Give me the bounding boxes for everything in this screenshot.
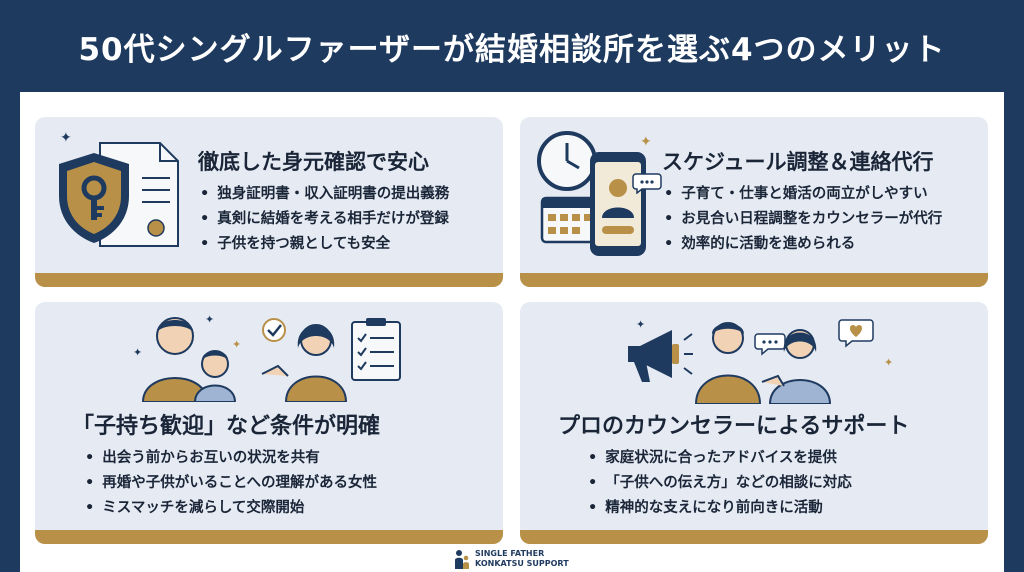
smartphone-counselor-icon xyxy=(590,152,646,256)
list-item: 真剣に結婚を考える相手だけが登録 xyxy=(200,207,449,232)
list-item: 再婚や子供がいることへの理解がある女性 xyxy=(85,471,377,496)
woman-checkmark-icon xyxy=(261,318,348,402)
card-accent-band xyxy=(520,530,988,544)
card-accent-band xyxy=(35,530,503,544)
sparkle-icon: ✦ xyxy=(60,130,72,146)
card-points: 出会う前からお互いの状況を共有 再婚や子供がいることへの理解がある女性 ミスマッ… xyxy=(85,446,377,521)
card-points: 家庭状況に合ったアドバイスを提供 「子供への伝え方」などの相談に対応 精神的な支… xyxy=(588,446,852,521)
consultation-icon xyxy=(694,322,832,404)
footer-brand: SINGLE FATHER KONKATSU SUPPORT xyxy=(455,547,585,571)
list-item: 独身証明書・収入証明書の提出義務 xyxy=(200,182,449,207)
card-heading: 「子持ち歓迎」など条件が明確 xyxy=(72,414,381,439)
footer-line2: KONKATSU SUPPORT xyxy=(475,559,569,568)
list-item: 家庭状況に合ったアドバイスを提供 xyxy=(588,446,852,471)
footer-text: SINGLE FATHER KONKATSU SUPPORT xyxy=(475,549,569,569)
checklist-icon xyxy=(351,318,401,381)
sparkle-icon: ✦ xyxy=(232,338,242,351)
card-points: 独身証明書・収入証明書の提出義務 真剣に結婚を考える相手だけが登録 子供を持つ親… xyxy=(200,182,449,257)
page-title: 50代シングルファーザーが結婚相談所を選ぶ4つのメリット xyxy=(78,31,946,68)
sparkle-icon: ✦ xyxy=(636,318,646,331)
chat-bubble-icon xyxy=(632,173,662,194)
list-item: お見合い日程調整をカウンセラーが代行 xyxy=(664,207,942,232)
footer-line1: SINGLE FATHER xyxy=(475,549,545,558)
list-item: 子育て・仕事と婚活の両立がしやすい xyxy=(664,182,942,207)
list-item: 効率的に活動を進められる xyxy=(664,232,942,257)
father-child-icon xyxy=(141,317,237,402)
list-item: 精神的な支えになり前向きに活動 xyxy=(588,496,852,521)
list-item: 出会う前からお互いの状況を共有 xyxy=(85,446,377,471)
megaphone-icon xyxy=(628,330,693,382)
card-accent-band xyxy=(520,273,988,287)
card-accent-band xyxy=(35,273,503,287)
card-heading: プロのカウンセラーによるサポート xyxy=(558,414,910,439)
sparkle-icon: ✦ xyxy=(133,346,143,359)
list-item: 子供を持つ親としても安全 xyxy=(200,232,449,257)
card-heading: スケジュール調整＆連絡代行 xyxy=(662,150,934,174)
list-item: 「子供への伝え方」などの相談に対応 xyxy=(588,471,852,496)
card-points: 子育て・仕事と婚活の両立がしやすい お見合い日程調整をカウンセラーが代行 効率的… xyxy=(664,182,942,257)
sparkle-icon: ✦ xyxy=(205,313,215,326)
card-heading: 徹底した身元確認で安心 xyxy=(198,150,429,174)
heart-bubble-icon xyxy=(838,319,874,348)
people-logo-icon xyxy=(455,550,469,569)
list-item: ミスマッチを減らして交際開始 xyxy=(85,496,377,521)
sparkle-icon: ✦ xyxy=(640,134,652,150)
shield-key-icon xyxy=(59,153,129,243)
sparkle-icon: ✦ xyxy=(884,356,894,369)
